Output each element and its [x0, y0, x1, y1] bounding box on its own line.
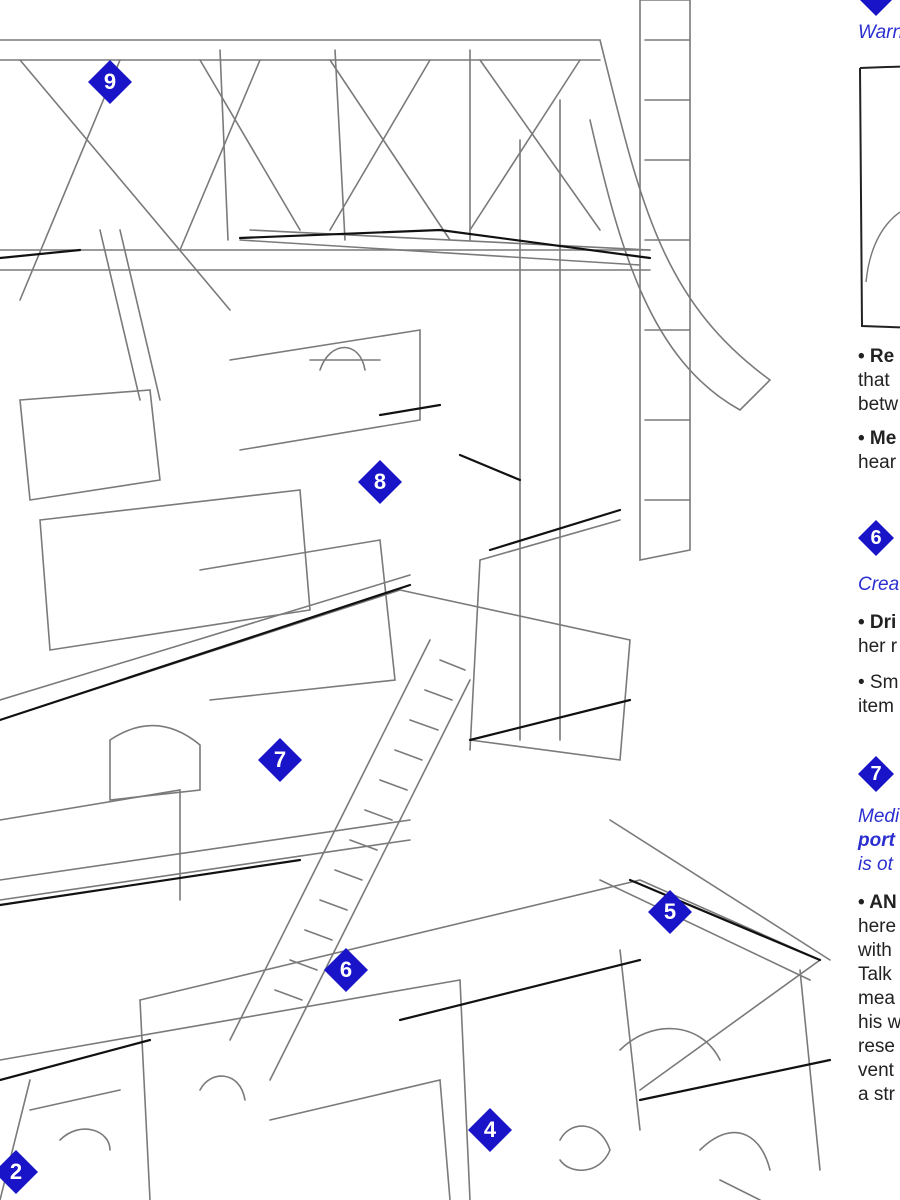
- bullet-heading: • Re: [858, 346, 895, 367]
- bullet-text-line: rese: [858, 1036, 895, 1057]
- bullet-text-line: Talk: [858, 964, 892, 985]
- bullet-text-line: mea: [858, 988, 895, 1009]
- bullet-text-line: her r: [858, 636, 898, 657]
- bullet-text-line: vent: [858, 1060, 894, 1081]
- bullet-heading: • Me: [858, 428, 897, 449]
- section-marker-7: 7: [856, 754, 896, 794]
- map-marker-9[interactable]: 9: [86, 58, 134, 106]
- map-marker-6[interactable]: 6: [322, 946, 370, 994]
- section-marker-top: [856, 0, 896, 18]
- bullet-text-line: item: [858, 696, 894, 717]
- bullet-text-line: hear: [858, 452, 897, 473]
- portrait-frame: [859, 65, 900, 329]
- section-subtitle: Warn: [858, 22, 900, 43]
- description-column: Warn • Re that betw • Me hear 6 Crea • D…: [850, 0, 900, 1200]
- map-marker-2[interactable]: 2: [0, 1148, 40, 1196]
- map-marker-7[interactable]: 7: [256, 736, 304, 784]
- house-cutaway-sketch: [0, 0, 832, 1200]
- section-subtitle-bold: port: [858, 830, 895, 851]
- map-marker-5[interactable]: 5: [646, 888, 694, 936]
- section-subtitle: Medi: [858, 806, 900, 827]
- bullet-text-line: a str: [858, 1084, 895, 1105]
- bullet-text-line: with: [858, 940, 892, 961]
- section-subtitle: is ot: [858, 854, 893, 875]
- bullet-text-line: • Sm: [858, 672, 899, 693]
- bullet-text-line: that: [858, 370, 890, 391]
- map-marker-8[interactable]: 8: [356, 458, 404, 506]
- bullet-text-line: his w: [858, 1012, 900, 1033]
- section-subtitle: Crea: [858, 574, 900, 595]
- bullet-text-line: betw: [858, 394, 899, 415]
- section-marker-6: 6: [856, 518, 896, 558]
- bullet-heading: • AN: [858, 892, 897, 913]
- map-marker-4[interactable]: 4: [466, 1106, 514, 1154]
- bullet-heading: • Dri: [858, 612, 897, 633]
- bullet-text-line: here: [858, 916, 897, 937]
